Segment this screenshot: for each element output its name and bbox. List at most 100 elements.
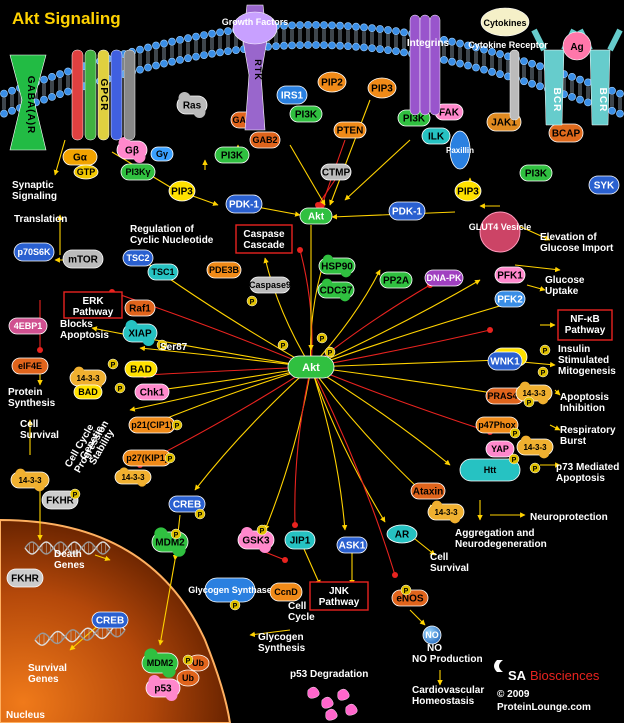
node-eif4e: eIF4E bbox=[11, 357, 49, 375]
akt-edge-10-end bbox=[292, 522, 298, 528]
node-tsc1-label: TSC1 bbox=[151, 267, 174, 277]
node-ctmp: CTMP bbox=[320, 163, 352, 181]
akt-edge-11 bbox=[310, 366, 348, 531]
svg-text:P: P bbox=[404, 588, 409, 595]
node-glut4: GLUT4 Vesicle bbox=[469, 211, 531, 253]
node-pip3-left: PIP3 bbox=[168, 180, 196, 202]
node-mtor-label: mTOR bbox=[68, 255, 99, 266]
node-fkhr-top: FKHR bbox=[41, 490, 79, 510]
phospho-badge-6: P bbox=[114, 382, 126, 394]
node-ras-label: Ras bbox=[183, 101, 202, 112]
node-htt-shape bbox=[459, 458, 521, 482]
svg-text:P: P bbox=[281, 343, 286, 350]
node-p21-label: p21(CIP1) bbox=[131, 420, 173, 430]
akt-edge-2 bbox=[91, 326, 312, 368]
node-ras: Ras bbox=[176, 92, 208, 118]
node-irs1-label: IRS1 bbox=[281, 91, 304, 102]
node-hsp90-label: HSP90 bbox=[321, 262, 353, 273]
node-no: NO bbox=[422, 625, 442, 645]
node-pdk1-right-label: PDK-1 bbox=[392, 207, 422, 218]
cytokine-receptor-label: Cytokine Receptor bbox=[468, 40, 548, 50]
node-pip3-top-label: PIP3 bbox=[371, 84, 393, 95]
node-bcap-shape bbox=[548, 123, 584, 143]
phospho-badge-12: P bbox=[170, 528, 182, 540]
node-ataxin: Ataxin bbox=[410, 482, 446, 500]
node-irs1: IRS1 bbox=[276, 85, 308, 105]
node-bad-top: BAD bbox=[124, 360, 158, 378]
node-ataxin-label: Ataxin bbox=[413, 487, 444, 498]
node-ask1-shape bbox=[336, 536, 368, 554]
growth-factors-blob bbox=[232, 11, 278, 45]
svg-text:P: P bbox=[175, 423, 180, 430]
node-yap-1433: 14-3-3 bbox=[516, 435, 554, 459]
node-pi3k-gpcr: PI3Kγ bbox=[120, 163, 156, 181]
node-akt-center: Akt bbox=[287, 355, 335, 379]
node-bad-bottom-label: BAD bbox=[78, 387, 98, 397]
node-pten-label: PTEN bbox=[337, 126, 364, 137]
node-gab2-label: GAB2 bbox=[252, 135, 277, 145]
node-ub2: Ub bbox=[176, 669, 200, 687]
svg-text:P: P bbox=[328, 350, 333, 357]
node-fourebp1: 4EBP1 bbox=[8, 317, 48, 335]
label-no: NO bbox=[427, 643, 442, 654]
node-pdk1-right: PDK-1 bbox=[388, 201, 426, 221]
node-tsc1-shape bbox=[147, 263, 179, 281]
node-gtp: GTP bbox=[73, 164, 99, 180]
antigen: Ag bbox=[562, 31, 592, 61]
node-fourebp1-shape bbox=[8, 317, 48, 335]
node-caspase9-label: Caspase9 bbox=[249, 280, 291, 290]
node-creb-nuc-label: CREB bbox=[96, 616, 124, 627]
node-pip3-top-shape bbox=[367, 77, 397, 99]
node-fak: FAK bbox=[434, 103, 464, 121]
node-cynd-label: CcnD bbox=[274, 587, 298, 597]
node-p27: p27(KIP1) bbox=[122, 449, 172, 467]
node-tsc2-shape bbox=[122, 249, 154, 267]
akt-edge-25-end bbox=[297, 247, 303, 253]
node-ub2-label: Ub bbox=[182, 673, 194, 683]
phospho-badge-9: P bbox=[69, 488, 81, 500]
node-jip1-label: JIP1 bbox=[290, 536, 311, 547]
node-eif4e-shape bbox=[11, 357, 49, 375]
node-glycogen-synthase-shape bbox=[204, 577, 256, 603]
phospho-badge-21: P bbox=[537, 366, 549, 378]
node-galpha-label: Gα bbox=[73, 153, 88, 164]
edge-43 bbox=[514, 264, 561, 273]
svg-text:P: P bbox=[541, 370, 546, 377]
node-pi3k-right: PI3K bbox=[519, 164, 553, 182]
membrane-protein-gpcr-label: GPCR bbox=[98, 79, 109, 112]
ag-label: Ag bbox=[570, 42, 583, 53]
membrane-protein-rtk: RTK bbox=[232, 4, 278, 131]
node-no-shape bbox=[422, 625, 442, 645]
node-pip2-shape bbox=[317, 71, 347, 93]
svg-text:P: P bbox=[513, 431, 518, 438]
node-glycogen-synthase: Glycogen Synthase bbox=[188, 577, 272, 603]
node-chk1: Chk1 bbox=[134, 383, 170, 401]
node-htt-label: Htt bbox=[484, 465, 497, 475]
node-bad-bottom-shape bbox=[73, 384, 103, 400]
akt-edge-17 bbox=[310, 366, 506, 397]
akt-edge-21 bbox=[310, 279, 481, 368]
node-fkhr-1433-label: 14-3-3 bbox=[18, 476, 42, 485]
node-gtp-label: GTP bbox=[77, 167, 96, 177]
svg-text:P: P bbox=[111, 362, 116, 369]
node-pdk1-right-shape bbox=[388, 201, 426, 221]
node-pp2a: PP2A bbox=[379, 271, 413, 289]
node-syk: SYK bbox=[588, 175, 620, 195]
svg-text:P: P bbox=[168, 456, 173, 463]
akt-edge-16 bbox=[310, 366, 491, 433]
phospho-badge-13: P bbox=[229, 599, 241, 611]
svg-text:P: P bbox=[233, 603, 238, 610]
svg-text:P: P bbox=[118, 386, 123, 393]
node-ilk: ILK bbox=[421, 127, 451, 145]
phospho-badge-10: P bbox=[194, 508, 206, 520]
node-jip1-shape bbox=[284, 530, 316, 550]
node-jip1: JIP1 bbox=[284, 530, 316, 550]
node-pfk1-label: PFK1 bbox=[497, 271, 523, 282]
node-dnapk-label: DNA-PK bbox=[427, 273, 462, 283]
